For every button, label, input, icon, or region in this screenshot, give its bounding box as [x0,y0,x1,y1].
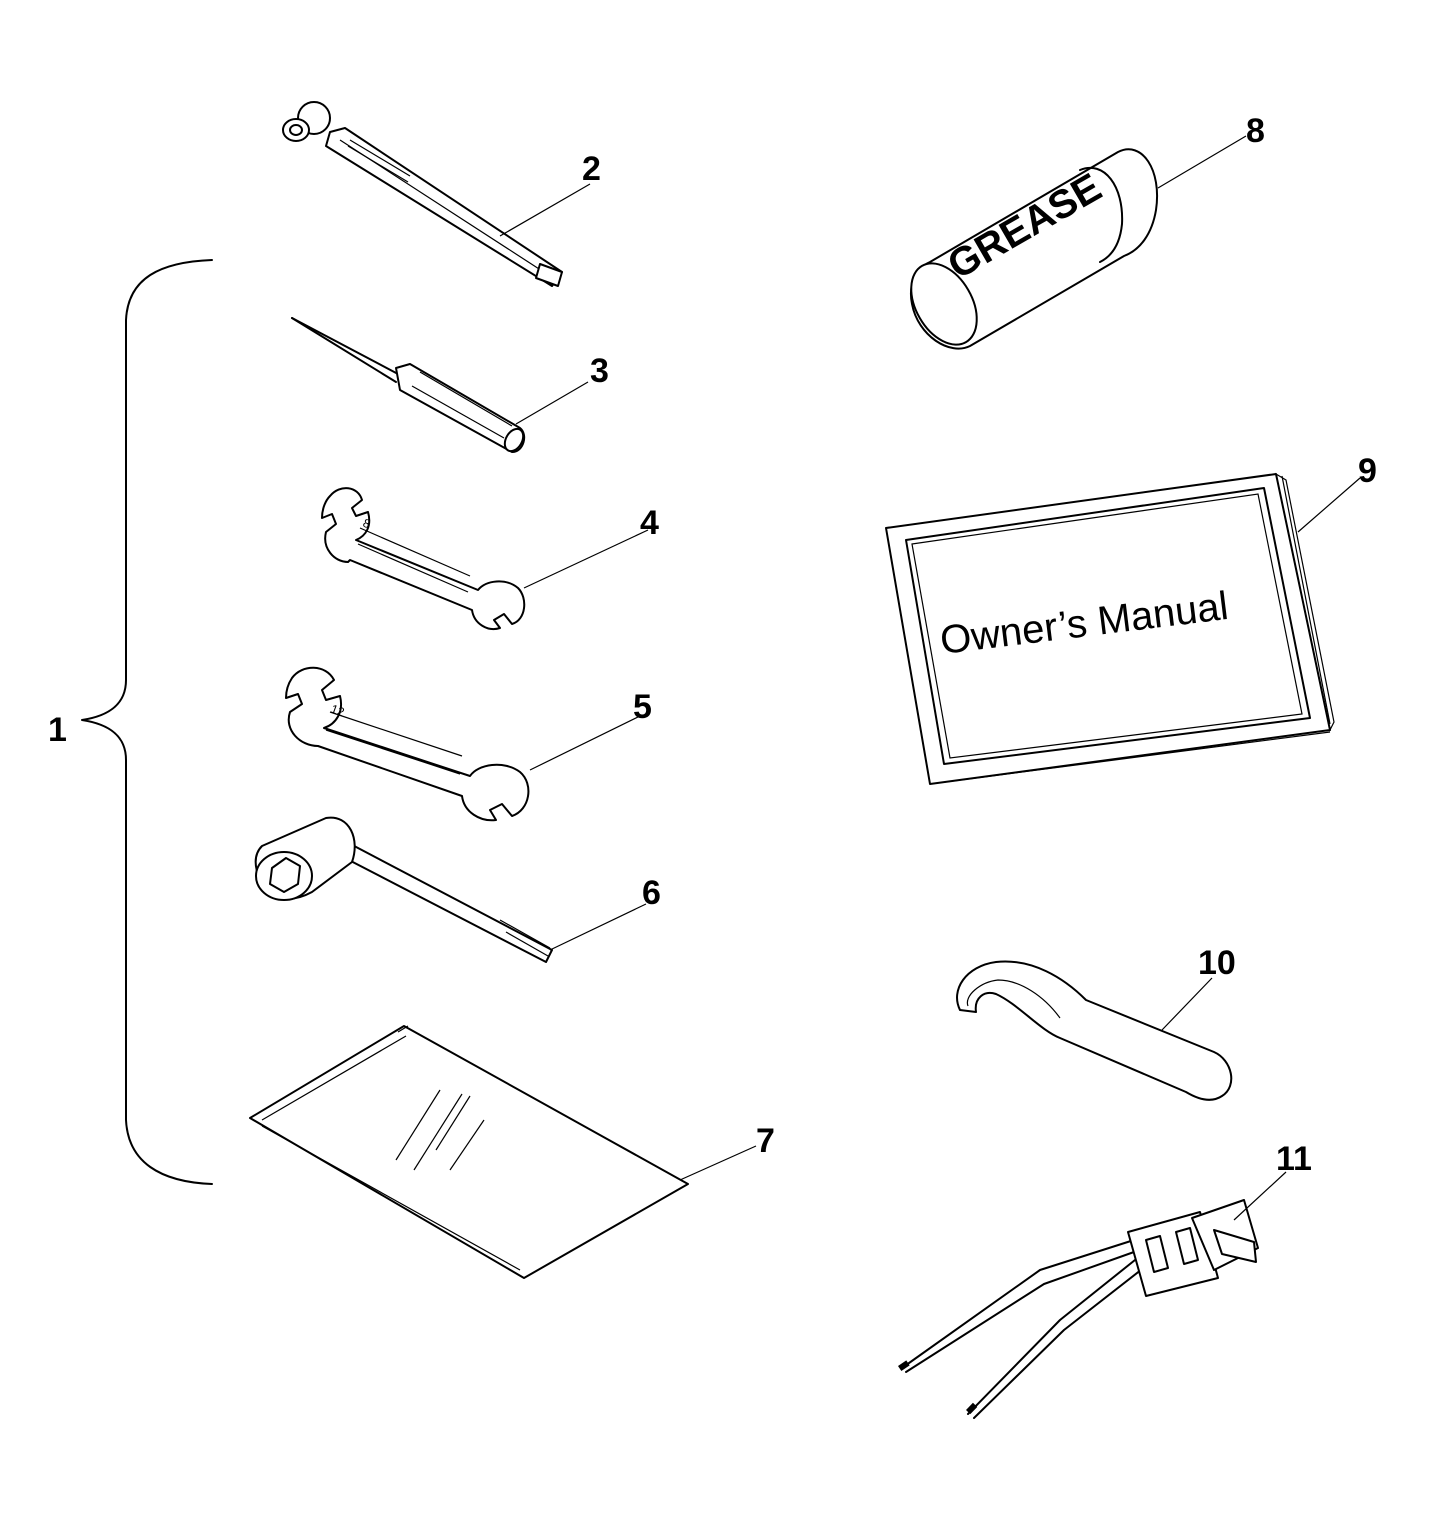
leader-6 [549,903,647,951]
screwdriver-drawing [291,317,526,453]
spanner-wrench-drawing [956,960,1233,1101]
svg-text:12: 12 [329,702,347,720]
callout-9: 9 [1358,452,1377,490]
callout-4: 4 [640,504,659,542]
leader-2 [499,183,591,237]
socket-wrench-drawing [254,816,553,963]
callout-8: 8 [1246,112,1265,150]
callout-6: 6 [642,874,661,912]
tire-gauge-drawing [282,101,563,287]
wrench-large-drawing: 12 [285,666,530,822]
callout-2: 2 [582,150,601,188]
wrench-small-drawing: 8 [321,487,526,630]
connector-drawing [898,1199,1259,1419]
tool-kit-brace [81,259,213,1185]
callout-3: 3 [590,352,609,390]
leader-4 [523,529,649,589]
grease-tube-drawing: GREASE [910,148,1159,350]
leader-8 [1157,135,1247,189]
leader-7 [679,1145,757,1181]
leader-3 [515,381,589,425]
callout-1: 1 [48,711,67,749]
callout-11: 11 [1276,1140,1312,1178]
svg-text:8: 8 [361,516,373,532]
leader-11 [1233,1171,1287,1221]
callout-5: 5 [633,688,652,726]
callout-7: 7 [756,1122,775,1160]
callout-10: 10 [1198,944,1236,982]
leader-9 [1297,477,1361,533]
leader-10 [1161,977,1213,1031]
leader-5 [529,715,641,771]
tool-bag-drawing [249,1025,689,1279]
owners-manual-drawing: Owner’s Manual [885,472,1335,785]
